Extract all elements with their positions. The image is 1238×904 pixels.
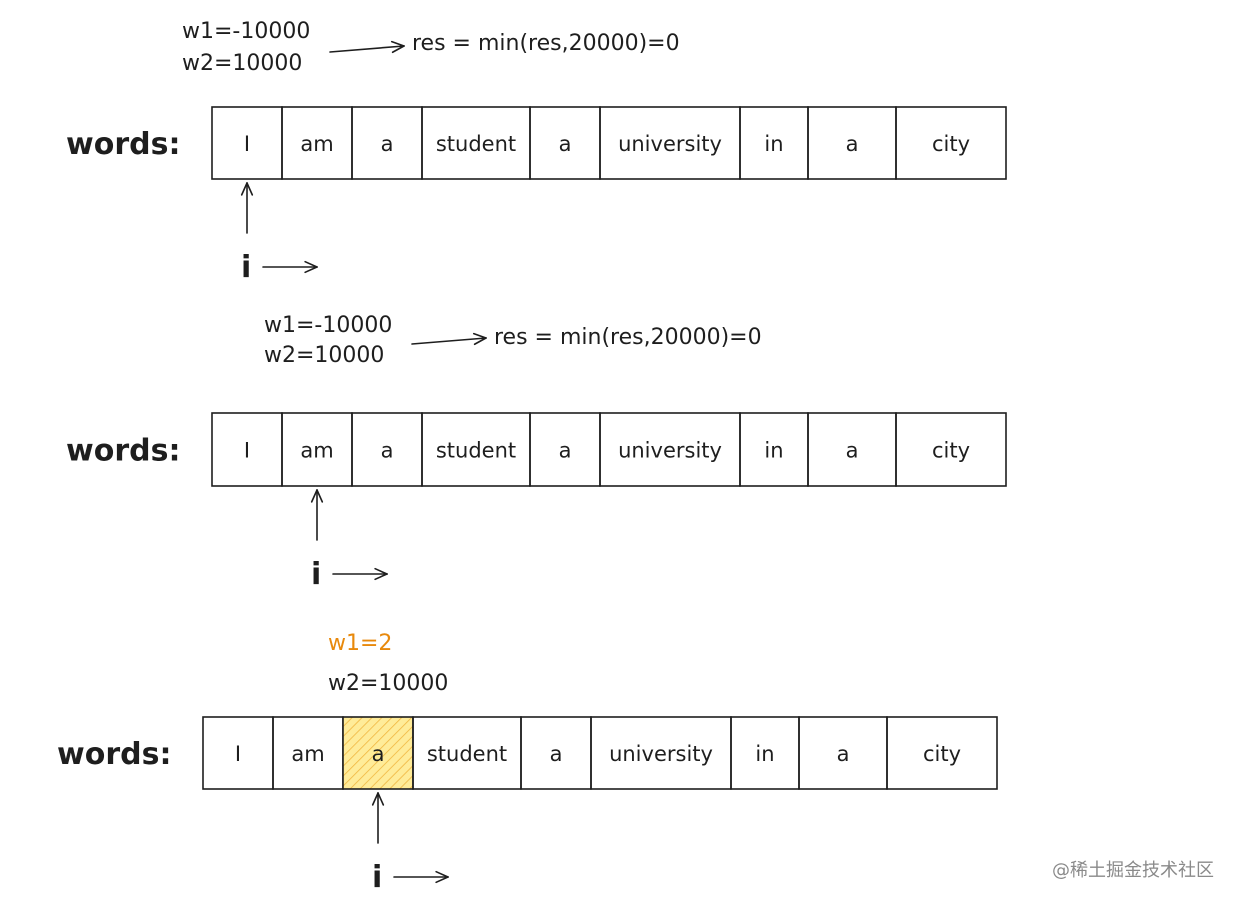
word-cell: in: [730, 716, 800, 790]
word-cell: a: [342, 716, 414, 790]
words-label: words:: [66, 127, 180, 162]
w1-label: w1=-10000: [264, 313, 392, 338]
word-cell: a: [529, 106, 601, 180]
word-cell: a: [529, 412, 601, 487]
word-cell: university: [590, 716, 732, 790]
word-text: a: [846, 132, 859, 156]
word-text: in: [755, 742, 774, 766]
word-text: student: [436, 439, 516, 463]
word-cell: am: [272, 716, 344, 790]
direction-arrow: [393, 870, 449, 884]
word-text: city: [932, 132, 970, 156]
word-cell: in: [739, 412, 809, 487]
word-text: a: [559, 439, 572, 463]
word-text: I: [244, 439, 250, 463]
word-text: a: [550, 742, 563, 766]
word-text: a: [372, 742, 385, 766]
w2-label: w2=10000: [182, 51, 302, 76]
result-arrow: [329, 40, 405, 54]
word-text: am: [300, 439, 333, 463]
w1-label: w1=-10000: [182, 19, 310, 44]
word-cell: a: [351, 412, 423, 487]
word-text: university: [618, 439, 722, 463]
w2-label: w2=10000: [264, 343, 384, 368]
word-text: city: [932, 439, 970, 463]
word-text: I: [244, 132, 250, 156]
words-label: words:: [57, 737, 171, 772]
result-label: res = min(res,20000)=0: [494, 325, 762, 350]
result-arrow: [411, 332, 487, 346]
w2-label: w2=10000: [328, 671, 448, 696]
pointer-arrow: [310, 489, 324, 541]
word-cell: a: [807, 106, 897, 180]
word-text: am: [300, 132, 333, 156]
word-text: in: [764, 439, 783, 463]
word-text: am: [291, 742, 324, 766]
word-cell: I: [211, 412, 283, 487]
w1-label: w1=2: [328, 631, 392, 656]
word-cell: a: [520, 716, 592, 790]
word-cell: city: [886, 716, 998, 790]
word-text: a: [837, 742, 850, 766]
word-text: university: [618, 132, 722, 156]
word-cell: I: [211, 106, 283, 180]
panel-1: w1=-10000 w2=10000 res = min(res,20000)=0 w…: [66, 19, 1007, 285]
words-label: words:: [66, 434, 180, 469]
word-cell: am: [281, 412, 353, 487]
pointer-arrow: [240, 182, 254, 234]
word-cell: city: [895, 106, 1007, 180]
word-cell: student: [421, 106, 531, 180]
word-cell: city: [895, 412, 1007, 487]
result-label: res = min(res,20000)=0: [412, 31, 680, 56]
pointer-label: i: [372, 860, 382, 895]
word-cell: am: [281, 106, 353, 180]
direction-arrow: [262, 260, 318, 274]
word-cell: university: [599, 106, 741, 180]
word-text: a: [381, 132, 394, 156]
word-cell: a: [798, 716, 888, 790]
panel-2: w1=-10000 w2=10000 res = min(res,20000)=0 w…: [66, 313, 1007, 592]
word-text: I: [235, 742, 241, 766]
word-text: student: [436, 132, 516, 156]
word-cell: student: [412, 716, 522, 790]
pointer-label: i: [241, 250, 251, 285]
pointer-label: i: [311, 557, 321, 592]
direction-arrow: [332, 567, 388, 581]
word-cell: I: [202, 716, 274, 790]
word-cell: in: [739, 106, 809, 180]
word-cell: a: [351, 106, 423, 180]
word-text: university: [609, 742, 713, 766]
word-text: city: [923, 742, 961, 766]
word-cell: a: [807, 412, 897, 487]
word-cell: university: [599, 412, 741, 487]
watermark: @稀土掘金技术社区: [1052, 860, 1214, 881]
word-text: a: [846, 439, 859, 463]
word-text: a: [381, 439, 394, 463]
word-text: student: [427, 742, 507, 766]
pointer-arrow: [371, 792, 385, 844]
word-text: a: [559, 132, 572, 156]
word-cell: student: [421, 412, 531, 487]
word-text: in: [764, 132, 783, 156]
